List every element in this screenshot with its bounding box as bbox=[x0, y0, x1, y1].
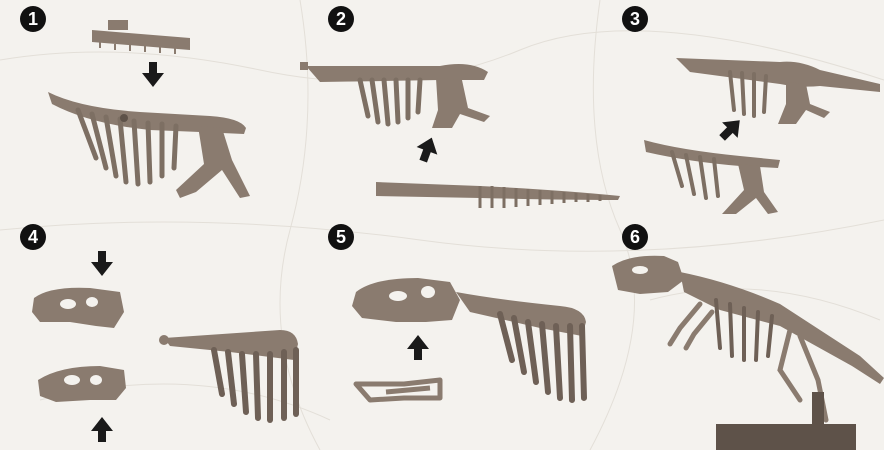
step-6-group bbox=[612, 256, 884, 450]
neck-ribcage-piece bbox=[159, 330, 298, 420]
tail-piece bbox=[376, 182, 620, 208]
ribcage-pelvis-piece bbox=[48, 92, 250, 198]
jaw-piece bbox=[356, 380, 440, 400]
step-5-group bbox=[352, 278, 586, 400]
skull-top-piece bbox=[32, 288, 124, 328]
ribcage-assembled-piece bbox=[300, 62, 490, 128]
neck-ribcage-attached-piece bbox=[456, 292, 586, 400]
arrow-icon bbox=[91, 417, 113, 442]
ribcage-front-piece bbox=[644, 140, 780, 214]
step-3-group bbox=[644, 58, 880, 214]
step-4-group bbox=[32, 251, 298, 442]
torso-with-tail-piece bbox=[676, 58, 880, 124]
arrow-icon bbox=[413, 134, 442, 165]
step-2-group bbox=[300, 62, 620, 208]
arrow-icon bbox=[91, 251, 113, 276]
display-stand bbox=[716, 392, 856, 450]
skull-bottom-piece bbox=[38, 366, 126, 402]
assembled-skeleton bbox=[612, 256, 884, 420]
spine-piece bbox=[92, 20, 190, 54]
arrow-icon bbox=[714, 112, 747, 145]
arrow-icon bbox=[407, 335, 429, 360]
step-1-group bbox=[48, 20, 250, 198]
skull-assembled-piece bbox=[352, 278, 460, 322]
arrow-icon bbox=[142, 62, 164, 87]
